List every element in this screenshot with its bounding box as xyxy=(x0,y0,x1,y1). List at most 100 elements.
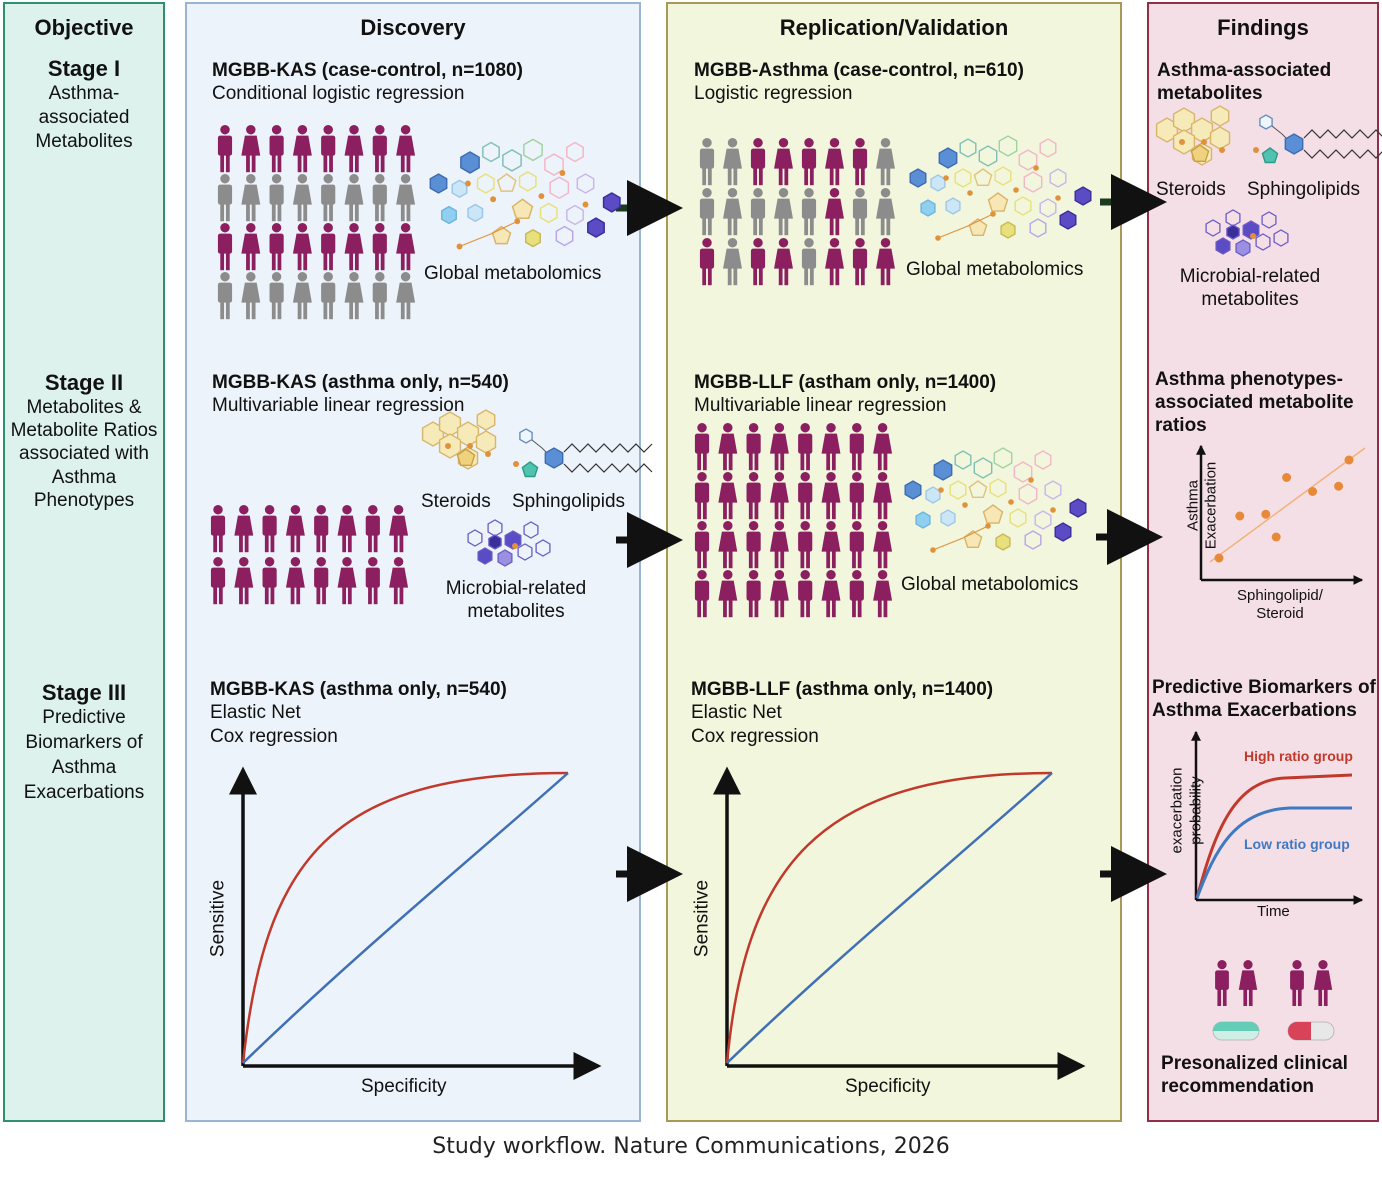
person-case-icon xyxy=(241,125,261,173)
person-case-icon xyxy=(389,557,409,605)
person-control-icon xyxy=(699,138,715,186)
finding-4-title-1: Presonalized clinical xyxy=(1161,1053,1348,1074)
person-control-icon xyxy=(292,174,312,222)
person-control-icon xyxy=(774,188,793,236)
person-case-icon xyxy=(774,138,793,186)
figure-caption: Study workflow. Nature Communications, 2… xyxy=(432,1134,950,1159)
person-control-icon xyxy=(344,174,364,222)
person-case-icon xyxy=(873,521,893,569)
person-case-icon xyxy=(825,188,844,236)
person-case-icon xyxy=(849,423,864,471)
discovery-panel xyxy=(185,2,641,1122)
person-case-icon xyxy=(769,423,789,471)
steroids-icon-discovery xyxy=(421,409,497,470)
scatter-point xyxy=(1344,455,1354,465)
finding-2-title-3: ratios xyxy=(1155,415,1207,436)
person-case-icon xyxy=(1290,960,1304,1006)
stage-2-title: Stage II xyxy=(44,370,124,395)
person-case-icon xyxy=(292,125,312,173)
person-case-icon xyxy=(396,125,416,173)
person-case-icon xyxy=(1215,960,1229,1006)
person-case-icon xyxy=(1238,960,1258,1006)
person-control-icon xyxy=(723,138,742,186)
discovery-roc-blue-curve xyxy=(242,772,569,1064)
person-control-icon xyxy=(396,174,416,222)
person-control-icon xyxy=(876,138,895,186)
sphingolipids-icon-findings xyxy=(1253,114,1382,164)
person-case-icon xyxy=(269,125,284,173)
scatter-trend-line xyxy=(1209,447,1366,563)
scatter-xlabel-1: Sphingolipid/ xyxy=(1237,587,1323,604)
scatter-point xyxy=(1334,481,1344,491)
finding-1-title-1: Asthma-associated xyxy=(1157,60,1332,81)
person-control-icon xyxy=(269,272,284,320)
person-control-icon xyxy=(321,272,336,320)
person-control-icon xyxy=(699,188,715,236)
person-case-icon xyxy=(746,472,761,520)
green-pill-icon xyxy=(1212,1021,1260,1041)
person-case-icon xyxy=(718,423,738,471)
stage-2-desc-3: associated with xyxy=(19,443,149,464)
replication-panel xyxy=(666,2,1122,1122)
person-control-icon xyxy=(292,272,312,320)
person-case-icon xyxy=(798,423,813,471)
sphingolipids-label-discovery: Sphingolipids xyxy=(512,491,626,512)
person-case-icon xyxy=(285,557,305,605)
person-case-icon xyxy=(365,557,380,605)
person-case-icon xyxy=(769,472,789,520)
stage-1-desc-2: associated xyxy=(38,107,130,128)
scatter-point xyxy=(1308,487,1318,496)
stage-3-title: Stage III xyxy=(41,680,127,705)
ratio-scatter-chart xyxy=(1196,444,1366,585)
person-control-icon xyxy=(801,188,817,236)
person-case-icon xyxy=(849,472,864,520)
person-case-icon xyxy=(344,223,364,271)
person-case-icon xyxy=(314,505,329,553)
steroids-icon-findings xyxy=(1155,105,1231,166)
stage-1-replication-method: Logistic regression xyxy=(694,83,853,104)
person-case-icon xyxy=(798,570,813,618)
stage-1-title: Stage I xyxy=(47,56,121,81)
stage-3-replication-method-1: Elastic Net xyxy=(691,702,782,723)
high-ratio-label: High ratio group xyxy=(1244,748,1353,764)
person-control-icon xyxy=(321,174,336,222)
microbial-icon-findings xyxy=(1205,209,1289,257)
person-case-icon xyxy=(699,238,715,286)
microbial-icon-discovery xyxy=(467,519,551,567)
finding-1-title-2: metabolites xyxy=(1157,83,1263,104)
scatter-point xyxy=(1235,511,1245,521)
microbial-label-findings-2: metabolites xyxy=(1201,289,1299,310)
stage-2-discovery-method: Multivariable linear regression xyxy=(212,395,465,416)
person-case-icon xyxy=(876,238,895,286)
person-control-icon xyxy=(217,174,233,222)
person-case-icon xyxy=(1313,960,1333,1006)
stage-1-desc-1: Asthma- xyxy=(48,83,120,104)
person-case-icon xyxy=(825,238,844,286)
findings-panel xyxy=(1147,2,1379,1122)
replication-header: Replication/Validation xyxy=(779,15,1009,40)
person-case-icon xyxy=(821,423,841,471)
stage-1-replication-metabolomics-label: Global metabolomics xyxy=(906,259,1084,280)
survival-xlabel: Time xyxy=(1257,903,1290,920)
person-case-icon xyxy=(825,138,844,186)
stage-2-desc-2: Metabolite Ratios xyxy=(10,420,158,441)
person-control-icon xyxy=(876,188,895,236)
low-ratio-label: Low ratio group xyxy=(1244,836,1350,852)
person-control-icon xyxy=(344,272,364,320)
stage-1-discovery-metabolomics-label: Global metabolomics xyxy=(424,263,602,284)
stage-2-replication-metabolomics-label: Global metabolomics xyxy=(901,574,1079,595)
person-case-icon xyxy=(210,557,226,605)
person-case-icon xyxy=(262,557,277,605)
stage-1-desc-3: Metabolites xyxy=(35,131,133,152)
person-case-icon xyxy=(746,570,761,618)
stage-3-discovery-method-1: Elastic Net xyxy=(210,702,301,723)
objective-panel xyxy=(3,2,165,1122)
person-case-icon xyxy=(694,472,710,520)
person-case-icon xyxy=(285,505,305,553)
person-case-icon xyxy=(750,238,766,286)
person-case-icon xyxy=(873,423,893,471)
person-case-icon xyxy=(337,505,357,553)
person-case-icon xyxy=(852,238,868,286)
person-case-icon xyxy=(873,570,893,618)
metabolite-cluster-stage1-replication xyxy=(909,135,1092,241)
